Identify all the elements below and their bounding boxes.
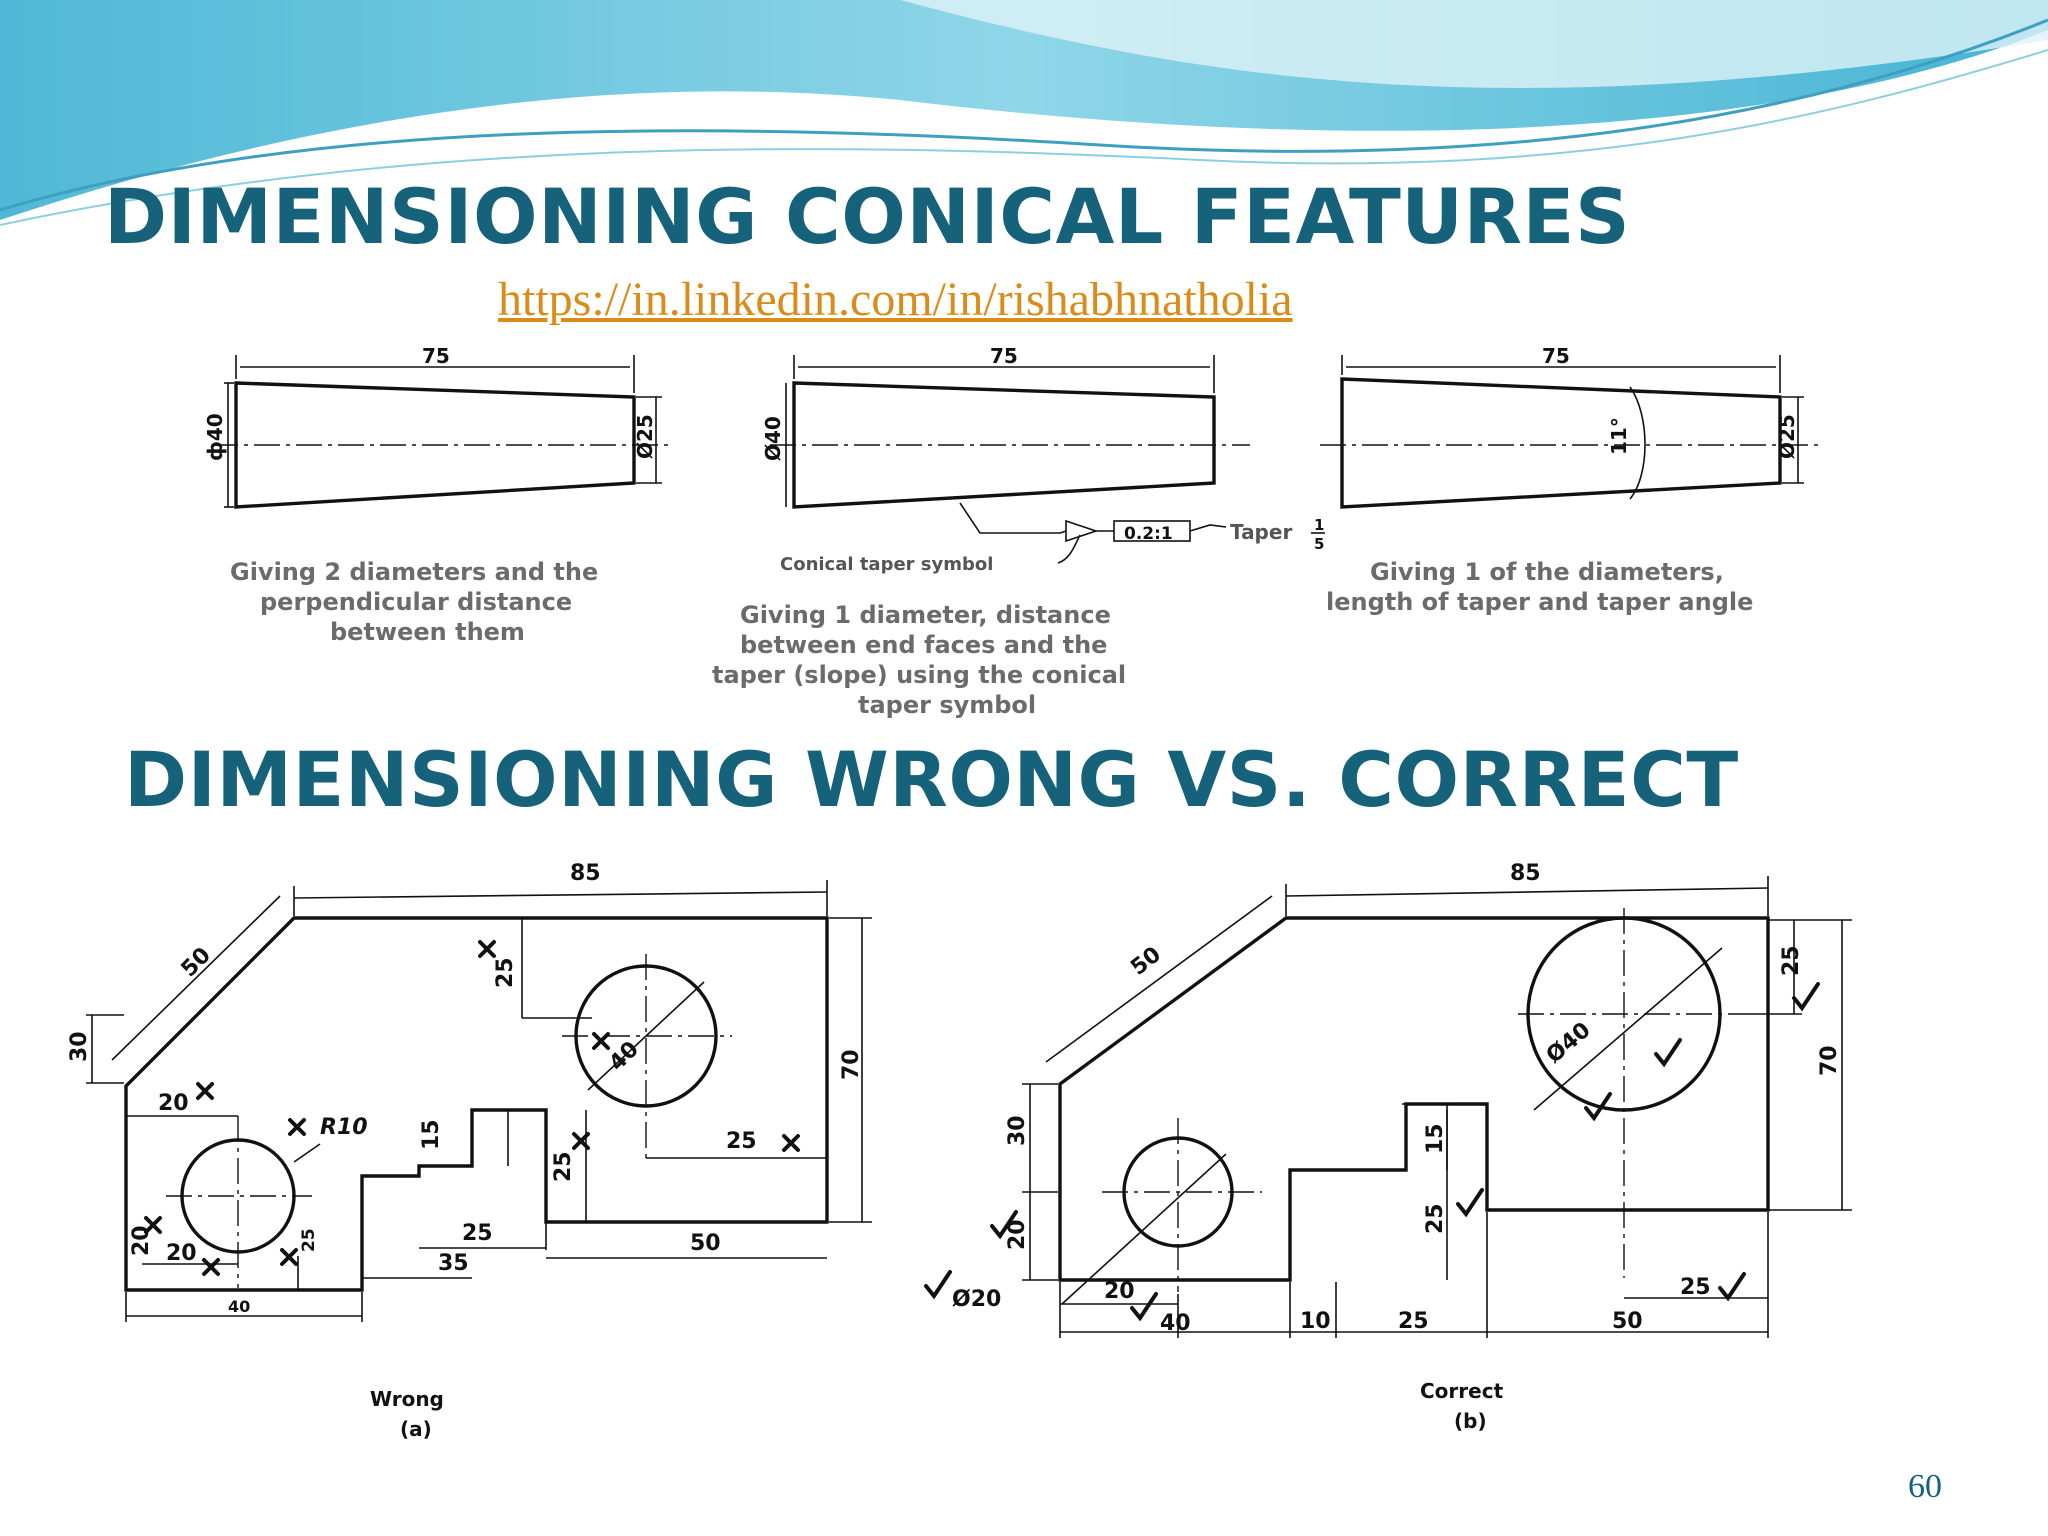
wrong-dim-top: 85 [570,861,601,886]
wrong-dim-25-small: 25 [299,1228,319,1252]
wrong-dim-r10: R10 [320,1115,368,1140]
correct-dim-70: 70 [1817,1045,1842,1076]
cone1-length-label: 75 [422,344,450,368]
cone3-dia-right-label: Ø25 [1775,414,1799,459]
correct-drawing: 85 50 25 70 30 20 Ø20 Ø40 15 25 20 40 10… [924,861,1852,1433]
slide-title-conical: DIMENSIONING CONICAL FEATURES [104,172,1631,261]
cone2-caption-line3: taper (slope) using the conical [712,661,1126,689]
correct-dim-10-bottom: 10 [1300,1309,1331,1334]
wrong-dim-30: 30 [67,1031,92,1062]
wrong-dim-20: 20 [158,1091,189,1116]
correct-dim-25-mid: 25 [1423,1203,1448,1234]
correct-dim-slant: 50 [1126,942,1166,981]
correct-dim-40-bottom: 40 [1160,1311,1191,1336]
cone2-caption-line4: taper symbol [858,691,1036,719]
correct-dim-dia20: Ø20 [952,1287,1001,1312]
correct-dim-20-bottom: 20 [1104,1279,1135,1304]
correct-dim-15: 15 [1423,1123,1448,1154]
wrong-dim-40: 40 [228,1297,250,1316]
wrong-dim-15: 15 [419,1119,444,1150]
cone1-caption-line3: between them [330,618,525,646]
dimensioning-comparison-diagram: 85 50 25 70 30 20 R10 15 25 25 25 50 35 … [67,861,1852,1441]
cone1-caption-line1: Giving 2 diameters and the [230,558,598,586]
taper-fraction-num: 1 [1314,516,1324,534]
wrong-dim-slant: 50 [177,943,216,982]
correct-dim-25-right-bottom: 25 [1680,1275,1711,1300]
cone3-angle-label: 11° [1607,417,1631,455]
wrong-dim-50: 50 [690,1231,721,1256]
cone2-dia-left-label: Ø40 [761,416,785,461]
wrong-dim-70: 70 [839,1049,864,1080]
cone-figure-2: 75 Ø40 0.2:1 Taper 1 5 Conical taper sym… [712,344,1325,719]
cone-figure-3: 75 11° Ø25 Giving 1 of the diameters, le… [1320,344,1820,616]
wrong-cross-marks [144,940,800,1276]
cone1-dia-left-label: ф40 [203,413,227,461]
wrong-caption: Wrong [370,1387,444,1411]
wrong-dim-25-step: 25 [551,1151,576,1182]
wrong-dim-25-vert: 25 [493,957,518,988]
wrong-caption-sub: (a) [400,1417,432,1441]
correct-dim-25-bottom: 25 [1398,1309,1429,1334]
correct-caption: Correct [1420,1379,1504,1403]
wrong-drawing: 85 50 25 70 30 20 R10 15 25 25 25 50 35 … [67,861,872,1441]
taper-ratio-box: 0.2:1 [1124,524,1173,544]
wrong-dim-20-bottom: 20 [166,1241,197,1266]
cone3-length-label: 75 [1542,344,1570,368]
correct-dim-25-right: 25 [1779,945,1804,976]
cone3-caption-line1: Giving 1 of the diameters, [1370,558,1724,586]
conical-taper-symbol-label: Conical taper symbol [780,554,993,575]
slide-title-compare: DIMENSIONING WRONG VS. CORRECT [124,735,1739,824]
profile-link[interactable]: https://in.linkedin.com/in/rishabhnathol… [498,273,1293,326]
taper-label: Taper [1230,520,1292,544]
correct-caption-sub: (b) [1454,1409,1487,1433]
correct-dim-dia40: Ø40 [1542,1018,1596,1069]
cone2-length-label: 75 [990,344,1018,368]
correct-dim-top: 85 [1510,861,1541,886]
cone-figure-1: 75 ф40 Ø25 Giving 2 diameters and the pe… [203,344,668,646]
taper-fraction-den: 5 [1314,535,1324,553]
wave-banner [0,0,2048,226]
cone1-caption-line2: perpendicular distance [260,588,572,616]
correct-dim-50-bottom: 50 [1612,1309,1643,1334]
conical-features-diagram: 75 ф40 Ø25 Giving 2 diameters and the pe… [203,344,1820,719]
wrong-dim-25-mid: 25 [462,1221,493,1246]
wrong-dim-25-hole: 25 [726,1129,757,1154]
cone3-caption-line2: length of taper and taper angle [1326,588,1753,616]
cone2-caption-line2: between end faces and the [740,631,1107,659]
wrong-dim-35: 35 [438,1251,469,1276]
page-number: 60 [1908,1468,1942,1505]
correct-dim-30: 30 [1005,1115,1030,1146]
cone1-dia-right-label: Ø25 [633,414,657,459]
cone2-caption-line1: Giving 1 diameter, distance [740,601,1111,629]
correct-check-marks [924,982,1820,1322]
